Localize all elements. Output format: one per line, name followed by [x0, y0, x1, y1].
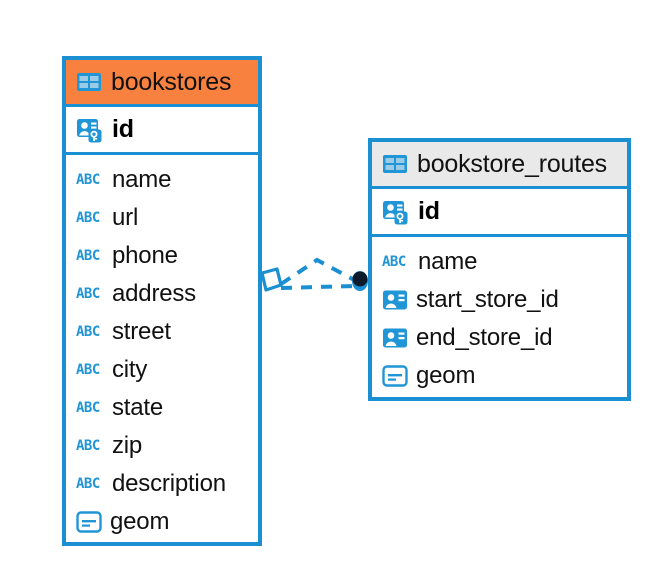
- field-row-name[interactable]: ABC name: [382, 243, 617, 281]
- field-label: zip: [112, 432, 143, 459]
- abc-icon: ABC: [382, 254, 406, 270]
- field-label: state: [112, 394, 164, 421]
- abc-icon: ABC: [76, 248, 100, 264]
- entity-title: bookstore_routes: [417, 149, 607, 178]
- field-row-street[interactable]: ABC street: [76, 313, 248, 351]
- abc-icon: ABC: [76, 286, 100, 302]
- field-row-geom[interactable]: geom: [76, 503, 248, 541]
- relationship-connector[interactable]: [255, 240, 375, 320]
- relationship-line-upper: [279, 257, 359, 286]
- field-label-id: id: [112, 115, 134, 143]
- field-row-end-store-id[interactable]: end_store_id: [382, 319, 617, 357]
- primary-key-icon: [76, 116, 104, 144]
- entity-bookstores[interactable]: bookstores id ABC name ABC url: [62, 56, 262, 546]
- abc-icon: ABC: [76, 362, 100, 378]
- field-label: url: [112, 204, 139, 231]
- field-label: name: [418, 248, 478, 275]
- field-label: end_store_id: [416, 324, 553, 351]
- field-label-id: id: [418, 197, 440, 225]
- field-list-bookstore-routes: ABC name start_store_id: [372, 237, 627, 399]
- field-row-geom[interactable]: geom: [382, 357, 617, 395]
- table-icon: [382, 154, 408, 174]
- field-list-bookstores: ABC name ABC url ABC phone ABC address A…: [66, 155, 258, 545]
- field-label: street: [112, 318, 171, 345]
- field-row-address[interactable]: ABC address: [76, 275, 248, 313]
- field-row-description[interactable]: ABC description: [76, 465, 248, 503]
- field-label: city: [112, 356, 148, 383]
- table-icon: [76, 72, 102, 92]
- abc-icon: ABC: [76, 210, 100, 226]
- field-label: geom: [416, 362, 476, 389]
- field-row-url[interactable]: ABC url: [76, 199, 248, 237]
- entity-header-bookstore-routes[interactable]: bookstore_routes: [372, 142, 627, 189]
- field-label: address: [112, 280, 196, 307]
- foreign-key-icon: [382, 289, 408, 311]
- foreign-key-icon: [382, 327, 408, 349]
- field-row-city[interactable]: ABC city: [76, 351, 248, 389]
- field-row-name[interactable]: ABC name: [76, 161, 248, 199]
- abc-icon: ABC: [76, 172, 100, 188]
- abc-icon: ABC: [76, 400, 100, 416]
- abc-icon: ABC: [76, 438, 100, 454]
- field-label: phone: [112, 242, 178, 269]
- filled-circle-marker: [352, 271, 368, 287]
- field-label: start_store_id: [416, 286, 559, 313]
- field-label: geom: [110, 508, 170, 535]
- entity-header-bookstores[interactable]: bookstores: [66, 60, 258, 107]
- primary-key-icon: [382, 198, 410, 226]
- field-row-primary-key[interactable]: id: [66, 107, 258, 155]
- polygon-marker: [260, 267, 283, 292]
- field-row-zip[interactable]: ABC zip: [76, 427, 248, 465]
- field-label: name: [112, 166, 172, 193]
- field-row-phone[interactable]: ABC phone: [76, 237, 248, 275]
- field-row-state[interactable]: ABC state: [76, 389, 248, 427]
- field-row-primary-key[interactable]: id: [372, 189, 627, 237]
- geometry-icon: [76, 511, 102, 533]
- field-label: description: [112, 470, 226, 497]
- abc-icon: ABC: [76, 324, 100, 340]
- relationship-line-lower: [280, 284, 357, 290]
- entity-bookstore-routes[interactable]: bookstore_routes id ABC name: [368, 138, 631, 401]
- geometry-icon: [382, 365, 408, 387]
- field-row-start-store-id[interactable]: start_store_id: [382, 281, 617, 319]
- abc-icon: ABC: [76, 476, 100, 492]
- entity-title: bookstores: [111, 67, 232, 96]
